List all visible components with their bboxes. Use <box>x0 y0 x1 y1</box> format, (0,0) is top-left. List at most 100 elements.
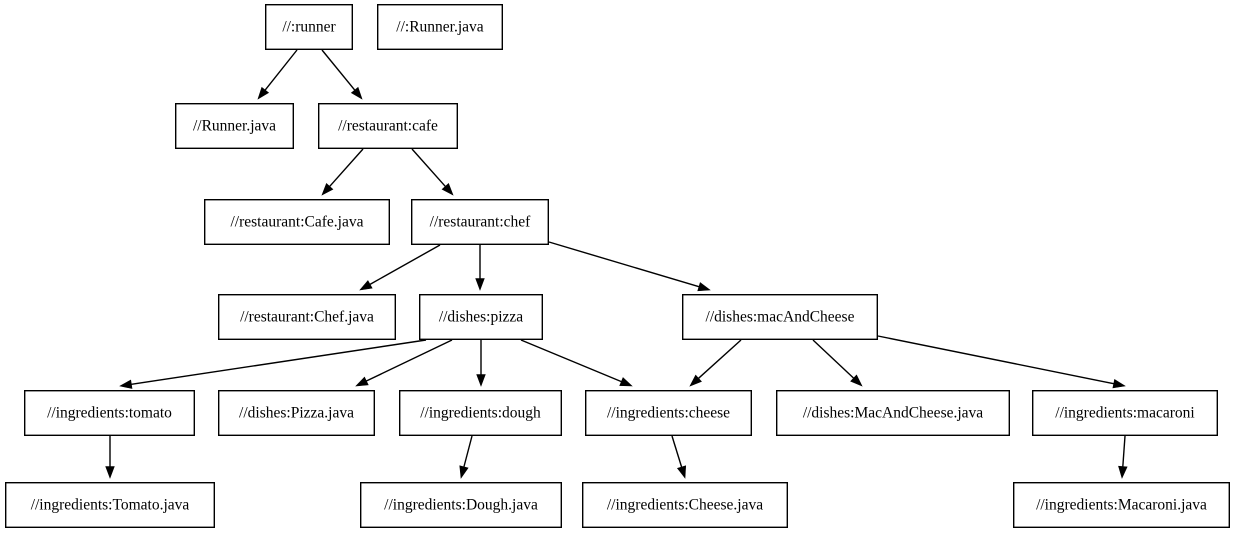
node-box[interactable] <box>411 198 550 245</box>
node-box[interactable] <box>217 390 376 437</box>
edge-line <box>877 335 1114 385</box>
node-label: //ingredients:Dough.java <box>384 497 538 514</box>
graph-node-dishes_pizza[interactable]: //dishes:pizza <box>419 294 544 341</box>
edge-dishes_macandcheese-to-ingredients_cheese <box>689 339 742 387</box>
edge-restaurant_chef-to-dishes_macandcheese <box>548 241 711 292</box>
arrowhead-icon <box>850 374 863 387</box>
edge-line <box>1122 435 1126 467</box>
edge-runner_target-to-runner_java <box>257 49 298 100</box>
edge-line <box>698 339 742 379</box>
graph-node-ingredients_macaroni_java[interactable]: //ingredients:Macaroni.java <box>1013 482 1231 529</box>
node-label: //dishes:pizza <box>439 309 523 326</box>
arrowhead-icon <box>441 183 454 196</box>
arrowhead-icon <box>689 374 702 387</box>
graph-node-dishes_macandcheese_java[interactable]: //dishes:MacAndCheese.java <box>776 390 1011 437</box>
graph-node-ingredients_cheese_java[interactable]: //ingredients:Cheese.java <box>582 482 789 529</box>
node-label: //restaurant:cafe <box>338 118 438 135</box>
arrowhead-icon <box>1118 465 1128 479</box>
edge-restaurant_cafe-to-restaurant_chef <box>411 148 454 196</box>
node-box[interactable] <box>318 102 459 149</box>
node-box[interactable] <box>217 294 397 341</box>
edge-line <box>369 244 441 285</box>
arrowhead-icon <box>321 183 334 196</box>
node-box[interactable] <box>360 482 563 529</box>
node-box[interactable] <box>776 390 1011 437</box>
graph-node-dishes_macandcheese[interactable]: //dishes:macAndCheese <box>682 294 879 341</box>
node-label: //:runner <box>282 19 336 36</box>
arrowhead-icon <box>257 86 270 100</box>
graph-node-restaurant_cafe[interactable]: //restaurant:cafe <box>318 102 459 149</box>
arrowhead-icon <box>355 376 369 387</box>
graph-node-restaurant_chef_java[interactable]: //restaurant:Chef.java <box>217 294 397 341</box>
edge-dishes_macandcheese-to-ingredients_macaroni <box>877 335 1126 389</box>
node-box[interactable] <box>174 102 294 149</box>
node-box[interactable] <box>377 3 504 50</box>
arrowhead-icon <box>1112 379 1126 389</box>
node-label: //ingredients:Cheese.java <box>607 497 763 514</box>
node-box[interactable] <box>4 482 216 529</box>
graph-node-dishes_pizza_java[interactable]: //dishes:Pizza.java <box>217 390 376 437</box>
node-box[interactable] <box>1013 482 1231 529</box>
arrowhead-icon <box>459 465 469 479</box>
node-label: //ingredients:dough <box>420 405 541 422</box>
node-box[interactable] <box>682 294 879 341</box>
arrowhead-icon <box>119 379 133 389</box>
node-label: //ingredients:Macaroni.java <box>1036 497 1207 514</box>
edge-dishes_pizza-to-ingredients_dough <box>476 340 486 387</box>
edge-line <box>366 339 453 382</box>
node-box[interactable] <box>265 3 354 50</box>
graph-node-runner_java[interactable]: //Runner.java <box>174 102 294 149</box>
node-label: //Runner.java <box>193 118 276 135</box>
node-box[interactable] <box>582 482 789 529</box>
arrowhead-icon <box>350 86 363 100</box>
edge-line <box>463 435 473 468</box>
edge-line <box>329 148 364 187</box>
node-box[interactable] <box>585 390 753 437</box>
graph-node-ingredients_tomato_java[interactable]: //ingredients:Tomato.java <box>4 482 216 529</box>
node-box[interactable] <box>1031 390 1218 437</box>
node-label: //restaurant:Cafe.java <box>231 214 364 231</box>
node-label: //ingredients:Tomato.java <box>31 497 190 514</box>
edge-ingredients_macaroni-to-ingredients_macaroni_java <box>1118 435 1128 479</box>
arrowhead-icon <box>697 282 711 292</box>
graph-node-ingredients_tomato[interactable]: //ingredients:tomato <box>24 390 196 437</box>
edge-line <box>520 339 622 383</box>
arrowhead-icon <box>359 280 373 291</box>
node-label: //dishes:MacAndCheese.java <box>803 405 983 422</box>
edge-dishes_pizza-to-dishes_pizza_java <box>355 339 453 387</box>
edge-line <box>411 148 446 187</box>
node-label: //ingredients:macaroni <box>1055 405 1195 422</box>
node-box[interactable] <box>24 390 196 437</box>
graph-node-restaurant_cafe_java[interactable]: //restaurant:Cafe.java <box>203 198 391 245</box>
node-box[interactable] <box>203 198 391 245</box>
graph-node-restaurant_chef[interactable]: //restaurant:chef <box>411 198 550 245</box>
edge-ingredients_cheese-to-ingredients_cheese_java <box>671 435 687 479</box>
node-label: //dishes:macAndCheese <box>706 309 855 326</box>
graph-node-ingredients_dough[interactable]: //ingredients:dough <box>399 390 563 437</box>
node-box[interactable] <box>399 390 563 437</box>
edge-line <box>812 339 855 379</box>
edge-restaurant_chef-to-restaurant_chef_java <box>359 244 441 291</box>
edge-line <box>321 49 356 91</box>
arrowhead-icon <box>105 466 115 479</box>
graph-node-ingredients_cheese[interactable]: //ingredients:cheese <box>585 390 753 437</box>
edge-line <box>671 435 683 468</box>
graph-node-ingredients_dough_java[interactable]: //ingredients:Dough.java <box>360 482 563 529</box>
edge-dishes_pizza-to-ingredients_cheese <box>520 339 633 387</box>
graph-node-runner_java_root[interactable]: //:Runner.java <box>377 3 504 50</box>
edge-restaurant_chef-to-dishes_pizza <box>475 245 485 291</box>
edge-ingredients_tomato-to-ingredients_tomato_java <box>105 436 115 479</box>
graph-node-runner_target[interactable]: //:runner <box>265 3 354 50</box>
arrowhead-icon <box>676 465 687 479</box>
arrowhead-icon <box>619 377 633 387</box>
arrowhead-icon <box>475 278 485 291</box>
edge-line <box>131 339 427 385</box>
node-box[interactable] <box>419 294 544 341</box>
node-label: //restaurant:Chef.java <box>240 309 374 326</box>
arrowhead-icon <box>476 374 486 387</box>
edge-restaurant_cafe-to-restaurant_cafe_java <box>321 148 364 196</box>
edge-line <box>264 49 298 91</box>
graph-node-ingredients_macaroni[interactable]: //ingredients:macaroni <box>1031 390 1218 437</box>
